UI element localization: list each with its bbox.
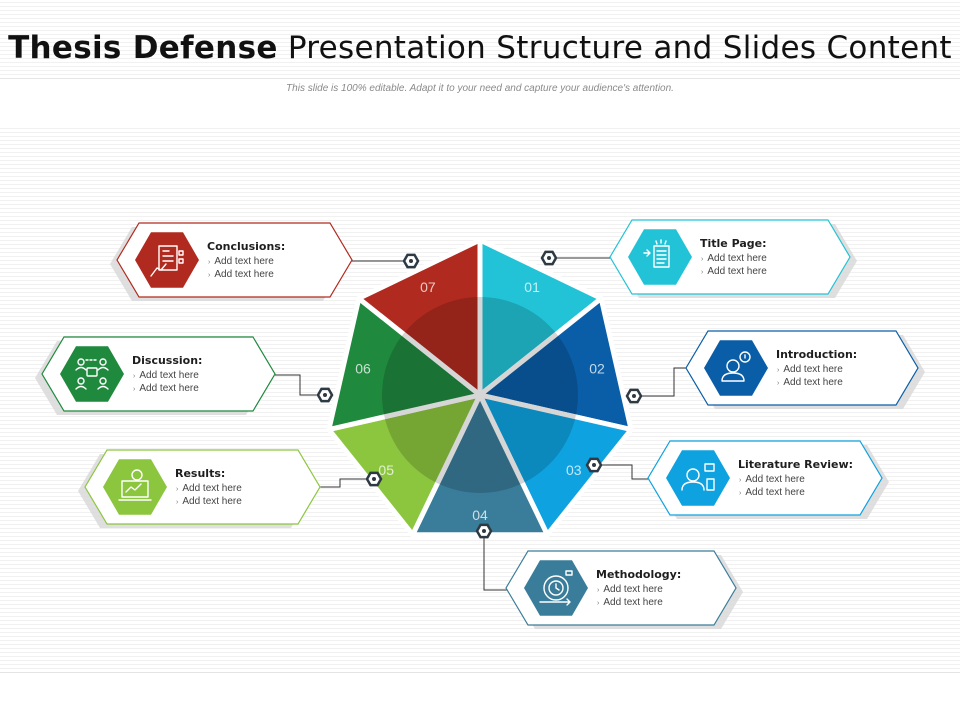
bullet-marker: › (176, 499, 179, 506)
discussion-icon (75, 358, 109, 390)
bullet-marker: › (597, 587, 600, 594)
connector-node-dot (323, 393, 327, 397)
reader-icon (681, 463, 715, 491)
item-label-5: Results: (175, 467, 226, 480)
bullet-text: Add text here (603, 584, 663, 595)
bullet-text: Add text here (783, 364, 843, 375)
item-box-5[interactable] (78, 449, 383, 528)
item-label-4: Methodology: (596, 568, 682, 581)
title-band (0, 0, 960, 79)
page-title: Thesis Defense Presentation Structure an… (0, 30, 960, 66)
bullet-text: Add text here (707, 266, 767, 277)
bottom-divider (0, 672, 960, 673)
icon-badge (628, 229, 692, 285)
chart-screen-icon (118, 469, 152, 501)
connector-line (594, 464, 658, 480)
bullet-marker: › (739, 477, 742, 484)
icon-badge (60, 346, 124, 402)
segment-number-02: 02 (589, 360, 605, 376)
bullet-marker: › (208, 259, 211, 266)
connector-line (320, 478, 374, 488)
presenter-icon (721, 351, 751, 382)
item-bullet: ›Add text here (701, 253, 767, 264)
bullet-text: Add text here (745, 487, 805, 498)
connector-node-dot (409, 259, 413, 263)
connector-line (275, 374, 325, 396)
bullet-text: Add text here (745, 474, 805, 485)
item-box-7[interactable] (110, 222, 420, 301)
bullet-text: Add text here (707, 253, 767, 264)
bullet-marker: › (777, 380, 780, 387)
page-title-rest: Presentation Structure and Slides Conten… (287, 30, 952, 66)
item-bullet: ›Add text here (208, 256, 274, 267)
item-box-2[interactable] (625, 330, 925, 409)
item-bullet: ›Add text here (701, 266, 767, 277)
connector-node-dot (482, 529, 486, 533)
item-box-6[interactable] (35, 336, 334, 415)
item-bullet: ›Add text here (133, 370, 199, 381)
item-label-3: Literature Review: (738, 458, 854, 471)
icon-badge (103, 459, 167, 515)
item-label-6: Discussion: (132, 354, 203, 367)
bullet-text: Add text here (139, 370, 199, 381)
segment-number-05: 05 (378, 462, 394, 478)
bullet-text: Add text here (603, 597, 663, 608)
connector-line (634, 367, 696, 397)
item-bullet: ›Add text here (739, 487, 805, 498)
bullet-marker: › (133, 373, 136, 380)
item-bullet: ›Add text here (208, 269, 274, 280)
item-label-1: Title Page: (700, 237, 767, 250)
item-label-2: Introduction: (776, 348, 858, 361)
item-bullet: ›Add text here (176, 496, 242, 507)
bullet-marker: › (739, 490, 742, 497)
clipboard-icon (150, 245, 184, 277)
bullet-marker: › (701, 256, 704, 263)
process-icon (539, 570, 573, 606)
bullet-text: Add text here (214, 256, 274, 267)
segment-number-01: 01 (524, 279, 540, 295)
page-subtitle: This slide is 100% editable. Adapt it to… (286, 83, 674, 94)
item-label-7: Conclusions: (207, 240, 286, 253)
bullet-text: Add text here (182, 483, 242, 494)
icon-badge (704, 340, 768, 396)
bullet-marker: › (701, 269, 704, 276)
bullet-marker: › (597, 600, 600, 607)
segment-number-07: 07 (420, 279, 436, 295)
item-bullet: ›Add text here (133, 383, 199, 394)
connector-node-dot (632, 394, 636, 398)
icon-badge (135, 232, 199, 288)
connector-node-dot (547, 256, 551, 260)
bullet-marker: › (777, 367, 780, 374)
page-title-bold: Thesis Defense (8, 30, 278, 66)
connector-node-dot (592, 463, 596, 467)
bullet-text: Add text here (783, 377, 843, 388)
item-bullet: ›Add text here (176, 483, 242, 494)
bullet-text: Add text here (139, 383, 199, 394)
item-bullet: ›Add text here (597, 597, 663, 608)
segment-number-06: 06 (355, 360, 371, 376)
item-box-3[interactable] (585, 440, 889, 519)
item-bullet: ›Add text here (739, 474, 805, 485)
item-box-1[interactable] (540, 219, 857, 298)
segment-07 (356, 237, 483, 398)
item-bullet: ›Add text here (597, 584, 663, 595)
item-box-4[interactable] (475, 523, 743, 629)
bullet-text: Add text here (214, 269, 274, 280)
segment-number-03: 03 (566, 462, 582, 478)
bullet-text: Add text here (182, 496, 242, 507)
bullet-marker: › (133, 386, 136, 393)
center-overlay (382, 297, 578, 493)
item-bullet: ›Add text here (777, 377, 843, 388)
segment-number-04: 04 (472, 507, 488, 523)
connector-line (483, 531, 516, 591)
item-bullet: ›Add text here (777, 364, 843, 375)
bullet-marker: › (176, 486, 179, 493)
document-icon (643, 239, 670, 268)
bullet-marker: › (208, 272, 211, 279)
connector-node-dot (372, 477, 376, 481)
